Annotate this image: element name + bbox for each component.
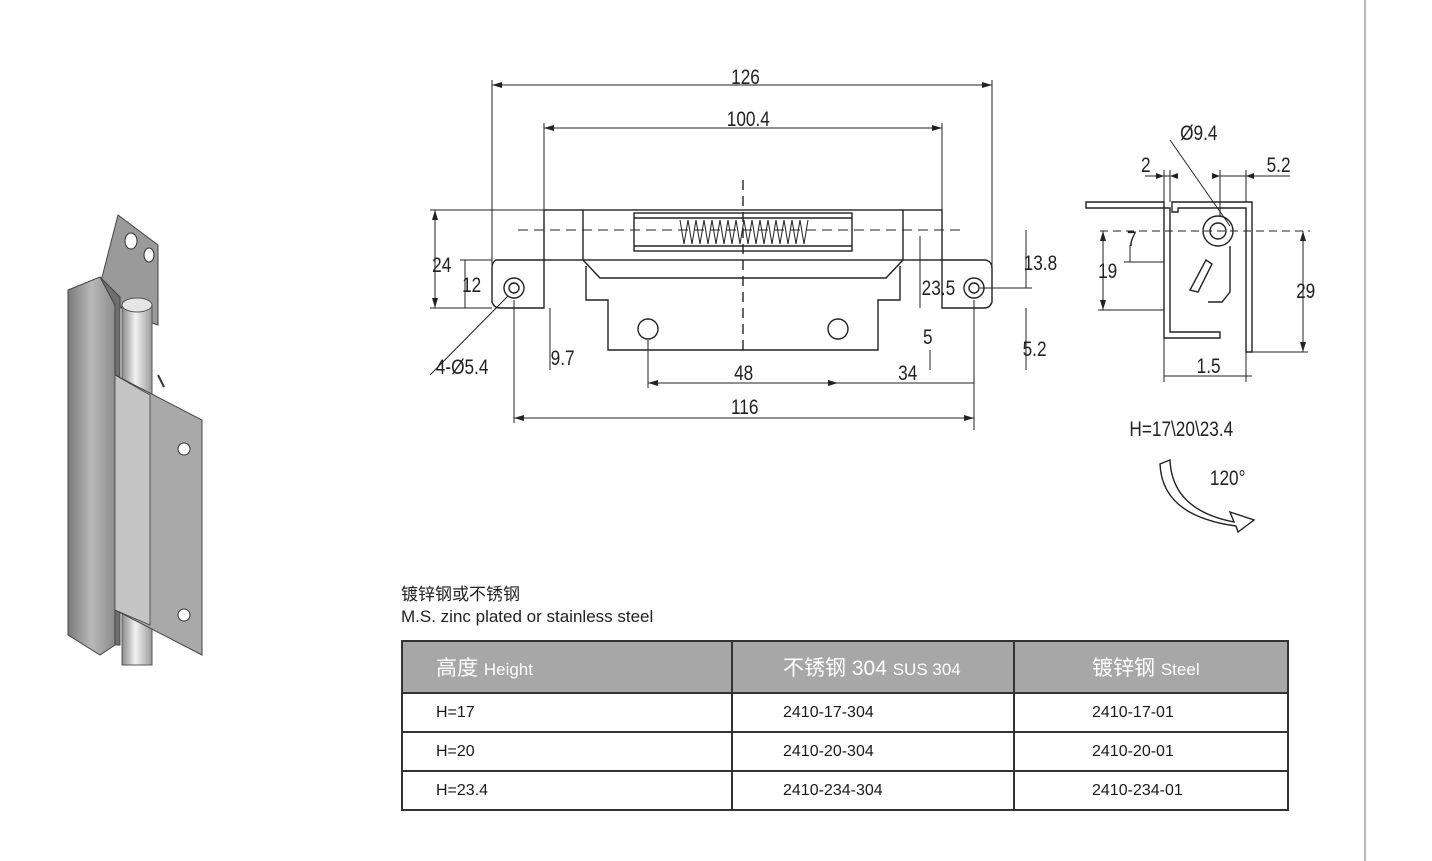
dim-100-4: 100.4 [727,109,770,132]
cell-sus304: 2410-17-304 [731,692,1015,733]
cell-height: H=20 [401,731,733,772]
dim-side-29: 29 [1296,281,1315,304]
table-header-row: 高度 Height 不锈钢 304 SUS 304 镀锌钢 Steel [401,640,1289,694]
dim-13-8: 13.8 [1024,253,1058,276]
header-steel: 镀锌钢 Steel [1013,640,1289,694]
dim-116: 116 [731,397,758,420]
front-view [491,180,993,351]
dim-5-2: 5.2 [1023,339,1047,362]
dim-holes: 4-Ø5.4 [436,357,489,380]
dim-12: 12 [462,275,481,298]
hinge-3d-view [67,214,203,666]
table-row: H=23.4 2410-234-304 2410-234-01 [401,770,1289,811]
table-row: H=17 2410-17-304 2410-17-01 [401,692,1289,733]
cell-sus304: 2410-20-304 [731,731,1015,772]
side-view [1085,201,1310,353]
material-label-en: M.S. zinc plated or stainless steel [401,607,654,626]
cell-sus304: 2410-234-304 [731,770,1015,811]
dim-side-2: 2 [1141,155,1151,178]
dim-9-7: 9.7 [551,348,575,371]
header-steel-cn: 镀锌钢 [1092,657,1155,680]
dim-pin-diameter: Ø9.4 [1180,123,1218,146]
dimension-lines [429,80,1032,430]
side-dimension-lines [1098,139,1308,382]
rotation-arrow-icon [1159,458,1256,534]
header-sus304: 不锈钢 304 SUS 304 [731,640,1015,694]
page-divider-line [1364,0,1366,861]
header-sus304-en: SUS 304 [892,660,961,679]
header-sus304-cn: 不锈钢 304 [783,657,887,680]
spring [679,219,809,245]
dim-34: 34 [898,363,917,386]
spec-table: 高度 Height 不锈钢 304 SUS 304 镀锌钢 Steel H=17… [401,640,1289,811]
header-steel-en: Steel [1160,660,1200,679]
dim-side-19: 19 [1098,261,1117,284]
header-height-en: Height [483,660,533,679]
dim-side-5-2: 5.2 [1267,155,1291,178]
dim-side-1-5: 1.5 [1197,356,1221,379]
material-label-cn: 镀锌钢或不锈钢 [401,585,520,604]
cell-steel: 2410-17-01 [1013,692,1289,733]
side-arrowheads [1100,173,1306,352]
cell-height: H=23.4 [401,770,733,811]
arrowheads [432,82,992,421]
dim-126: 126 [731,67,760,90]
cell-steel: 2410-20-01 [1013,731,1289,772]
dim-23-5: 23.5 [922,278,956,301]
rotation-angle: 120° [1210,468,1246,491]
dim-h-values: H=17\20\23.4 [1129,419,1233,442]
header-height-cn: 高度 [436,657,478,680]
cell-height: H=17 [401,692,733,733]
mounting-holes [503,277,985,340]
dim-5: 5 [923,327,933,350]
dim-48: 48 [734,363,753,386]
table-row: H=20 2410-20-304 2410-20-01 [401,731,1289,772]
technical-drawing: 126 100.4 24 12 4-Ø5.4 9.7 23.5 13.8 5 5… [429,67,1315,534]
dim-side-7: 7 [1127,229,1137,252]
dim-24: 24 [432,255,451,278]
cell-steel: 2410-234-01 [1013,770,1289,811]
header-height: 高度 Height [401,640,733,694]
